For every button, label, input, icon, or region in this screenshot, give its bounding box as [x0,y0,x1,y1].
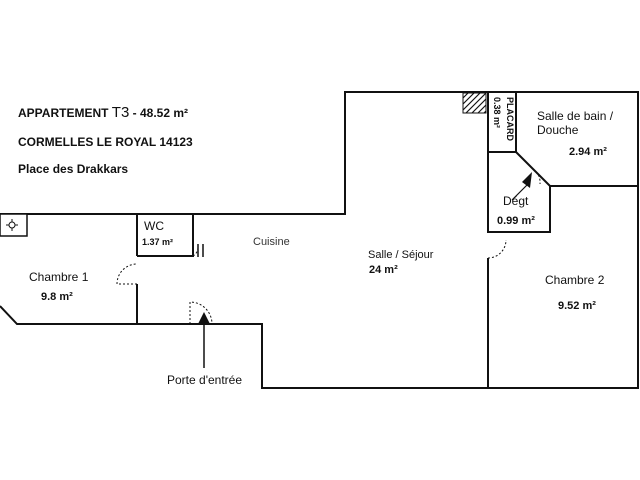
placard-label: PLACARD [505,97,515,141]
sdb-label-line1: Salle de bain / [537,109,614,123]
sdb-label-line2: Douche [537,123,579,137]
entrance-label: Porte d'entrée [167,373,243,387]
cuisine-label: Cuisine [253,236,290,248]
door-swing-entree [189,301,213,325]
door-swing-chambre2 [487,239,507,259]
chambre2-area: 9.52 m² [558,300,596,312]
apartment-type: T3 [111,104,130,121]
electrical-panel-icon [0,213,28,237]
hatched-duct [462,92,487,114]
salle-area: 24 m² [369,264,398,276]
sdb-area: 2.94 m² [569,146,607,158]
salle-label: Salle / Séjour [368,249,434,261]
chambre1-label: Chambre 1 [29,270,89,284]
title-line3: Place des Drakkars [18,162,129,176]
wc-area: 1.37 m² [142,237,174,247]
degt-label: Dégt [503,194,529,208]
placard-area: 0.38 m² [492,97,502,129]
chambre2-label: Chambre 2 [545,273,605,287]
title-line2: CORMELLES LE ROYAL 14123 [18,135,193,149]
title-line1: APPARTEMENT T3 - 48.52 m² [18,104,188,121]
wall-chambre2 [487,92,551,388]
degt-area: 0.99 m² [497,215,535,227]
entrance-arrow [198,312,210,368]
degt-arrow [511,172,532,201]
chambre1-area: 9.8 m² [41,291,73,303]
door-swing-wc [192,246,199,257]
door-swing-chambre1 [116,263,138,285]
wall-sdb [515,151,638,187]
title-prefix: APPARTEMENT [18,106,109,120]
outer-wall [0,91,639,389]
total-area: - 48.52 m² [132,106,189,120]
door-swing-sdb [532,168,541,185]
wc-label: WC [144,219,164,233]
